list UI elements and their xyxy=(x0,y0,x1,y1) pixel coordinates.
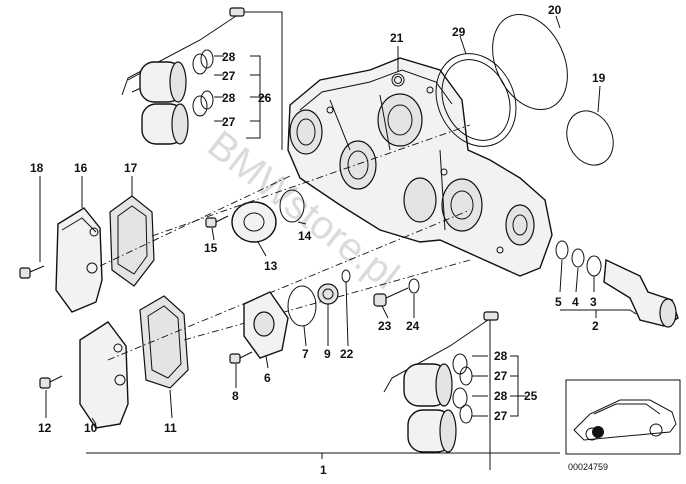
cover-10 xyxy=(79,321,129,429)
gasket-11 xyxy=(139,295,189,389)
callout-25: 25 xyxy=(524,389,538,403)
callout-18: 18 xyxy=(30,161,44,175)
callout-14: 14 xyxy=(298,229,312,243)
washer-24 xyxy=(408,278,420,294)
cover-6 xyxy=(243,291,289,359)
solenoid-group-top xyxy=(121,7,283,150)
callout-9: 9 xyxy=(324,347,331,361)
bolt-18 xyxy=(19,265,45,279)
vehicle-locator-inset xyxy=(565,379,681,455)
o-ring-19 xyxy=(566,110,614,166)
callout-2: 2 xyxy=(592,319,599,333)
callout-27-top-a: 27 xyxy=(222,69,236,83)
callout-20: 20 xyxy=(548,3,562,17)
callout-22: 22 xyxy=(340,347,354,361)
callout-1: 1 xyxy=(320,463,327,477)
callout-29: 29 xyxy=(452,25,466,39)
callout-28-bottom-b: 28 xyxy=(494,389,508,403)
bolt-23 xyxy=(373,287,409,307)
callout-11: 11 xyxy=(164,421,177,435)
cover-16 xyxy=(55,207,103,313)
cover-13 xyxy=(231,201,277,243)
o-ring-4 xyxy=(571,248,585,268)
callout-27-top-b: 27 xyxy=(222,115,236,129)
bolt-12 xyxy=(39,375,63,389)
o-ring-21 xyxy=(391,73,405,87)
plug-9 xyxy=(317,283,339,305)
callout-6: 6 xyxy=(264,371,271,385)
location-marker-icon xyxy=(592,426,604,438)
callout-17: 17 xyxy=(124,161,138,175)
callout-15: 15 xyxy=(204,241,218,255)
callout-10: 10 xyxy=(84,421,98,435)
callout-3: 3 xyxy=(590,295,597,309)
callout-21: 21 xyxy=(390,31,404,45)
callout-13: 13 xyxy=(264,259,278,273)
callout-28-top-a: 28 xyxy=(222,50,236,64)
o-ring-14 xyxy=(279,189,305,223)
callout-4: 4 xyxy=(572,295,579,309)
o-ring-3a xyxy=(586,255,602,277)
bolt-8 xyxy=(229,351,253,364)
connector-3 xyxy=(603,258,679,328)
callout-27-bottom-a: 27 xyxy=(494,369,508,383)
callout-12: 12 xyxy=(38,421,52,435)
callout-labels: 1 2 3 4 5 6 7 8 9 10 11 12 13 14 15 16 1… xyxy=(30,3,606,477)
gasket-ring-20 xyxy=(492,13,568,111)
leader-lines xyxy=(39,15,637,425)
gasket-17 xyxy=(109,195,155,287)
valve-housing xyxy=(287,57,553,277)
bolt-15 xyxy=(205,215,229,228)
doc-number: 00024759 xyxy=(568,462,608,472)
callout-19: 19 xyxy=(592,71,606,85)
callout-8: 8 xyxy=(232,389,239,403)
o-ring-7 xyxy=(287,285,317,327)
callout-5: 5 xyxy=(555,295,562,309)
o-ring-22 xyxy=(341,269,351,283)
solenoid-group-bottom xyxy=(383,311,526,470)
callout-23: 23 xyxy=(378,319,392,333)
callout-16: 16 xyxy=(74,161,88,175)
o-ring-5 xyxy=(555,240,569,260)
callout-28-top-b: 28 xyxy=(222,91,236,105)
callout-27-bottom-b: 27 xyxy=(494,409,508,423)
callout-24: 24 xyxy=(406,319,420,333)
callout-28-bottom-a: 28 xyxy=(494,349,508,363)
callout-7: 7 xyxy=(302,347,309,361)
callout-26: 26 xyxy=(258,91,272,105)
